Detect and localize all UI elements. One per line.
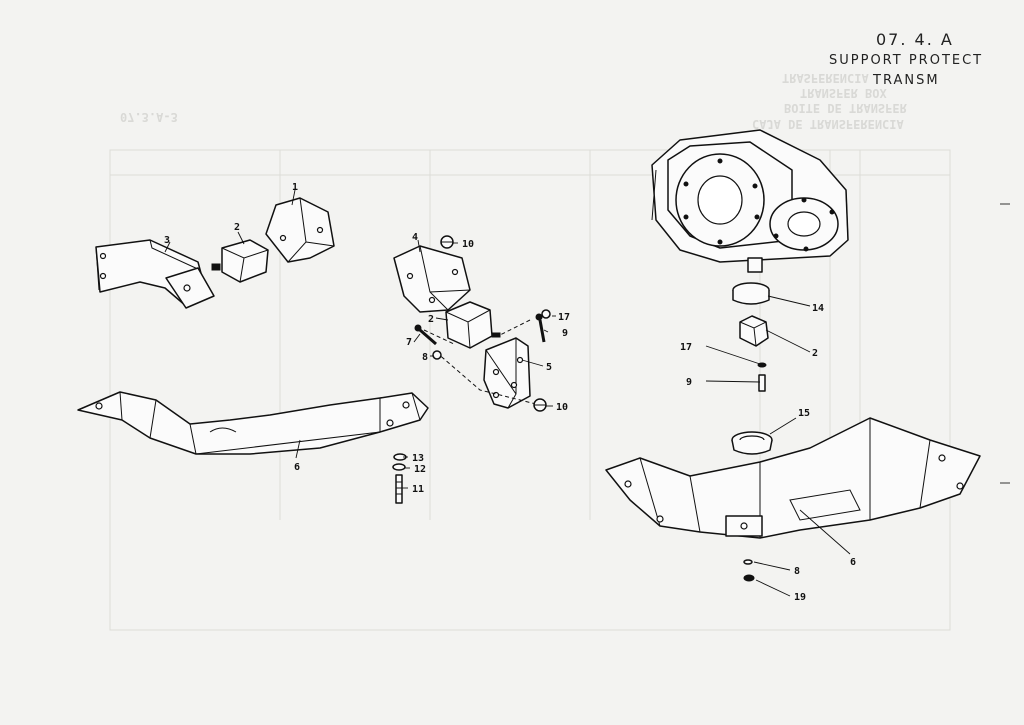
- washer-part-8-right: [743, 559, 753, 565]
- callout-2-left: 2: [234, 222, 240, 233]
- handwritten-note-line2: TRANSM: [873, 73, 940, 88]
- bolt-part-9-right: [758, 374, 766, 392]
- bolt-part-10-top: [440, 235, 454, 249]
- mount-part-2-right: [739, 315, 769, 347]
- crossmember-part-6-left: [77, 391, 429, 455]
- callout-9-right: 9: [686, 377, 692, 388]
- callout-6-right: 6: [850, 557, 856, 568]
- callout-10-top: 10: [462, 239, 474, 250]
- washer-part-17: [541, 309, 551, 319]
- page-code: 07. 4. A: [876, 30, 954, 49]
- skid-plate-part-6-right: [605, 417, 981, 539]
- bleed-through-table: [109, 149, 951, 631]
- mount-part-2-left: [211, 239, 269, 283]
- bolt-part-10-bottom: [533, 398, 547, 412]
- callout-2-right: 2: [812, 348, 818, 359]
- washer-part-12: [392, 463, 406, 471]
- mount-part-2-center: [445, 301, 501, 349]
- bracket-part-1: [265, 197, 335, 263]
- callout-14: 14: [812, 303, 824, 314]
- callout-8-right: 8: [794, 566, 800, 577]
- handwritten-note-line1: SUPPORT PROTECT: [829, 53, 984, 68]
- callout-13: 13: [412, 453, 424, 464]
- callout-8-center: 8: [422, 352, 428, 363]
- bracket-part-3: [95, 239, 215, 309]
- assembly-line-center: [423, 319, 541, 406]
- bracket-part-4: [393, 245, 471, 313]
- bracket-part-5: [483, 337, 531, 409]
- nut-part-19: [743, 574, 755, 582]
- callout-6-left: 6: [294, 462, 300, 473]
- callout-7: 7: [406, 337, 412, 348]
- callout-1: 1: [292, 182, 298, 193]
- bolt-part-7: [414, 324, 437, 346]
- callout-17-right: 17: [680, 342, 692, 353]
- callout-17-center: 17: [558, 312, 570, 323]
- leader-lines: [164, 189, 851, 597]
- callout-9-center: 9: [562, 328, 568, 339]
- nut-part-8: [432, 350, 442, 360]
- callout-2-center: 2: [428, 314, 434, 325]
- collar-part-15: [731, 431, 773, 455]
- callout-19: 19: [794, 592, 806, 603]
- callout-12: 12: [414, 464, 426, 475]
- callout-10-bottom: 10: [556, 402, 568, 413]
- transfer-box-housing: [651, 129, 849, 273]
- callout-15: 15: [798, 408, 810, 419]
- bolt-part-9: [535, 313, 546, 343]
- callout-4: 4: [412, 232, 418, 243]
- callout-5: 5: [546, 362, 552, 373]
- bolt-part-11: [395, 474, 403, 504]
- callout-3: 3: [164, 235, 170, 246]
- callout-11: 11: [412, 484, 424, 495]
- pad-part-14: [732, 282, 770, 305]
